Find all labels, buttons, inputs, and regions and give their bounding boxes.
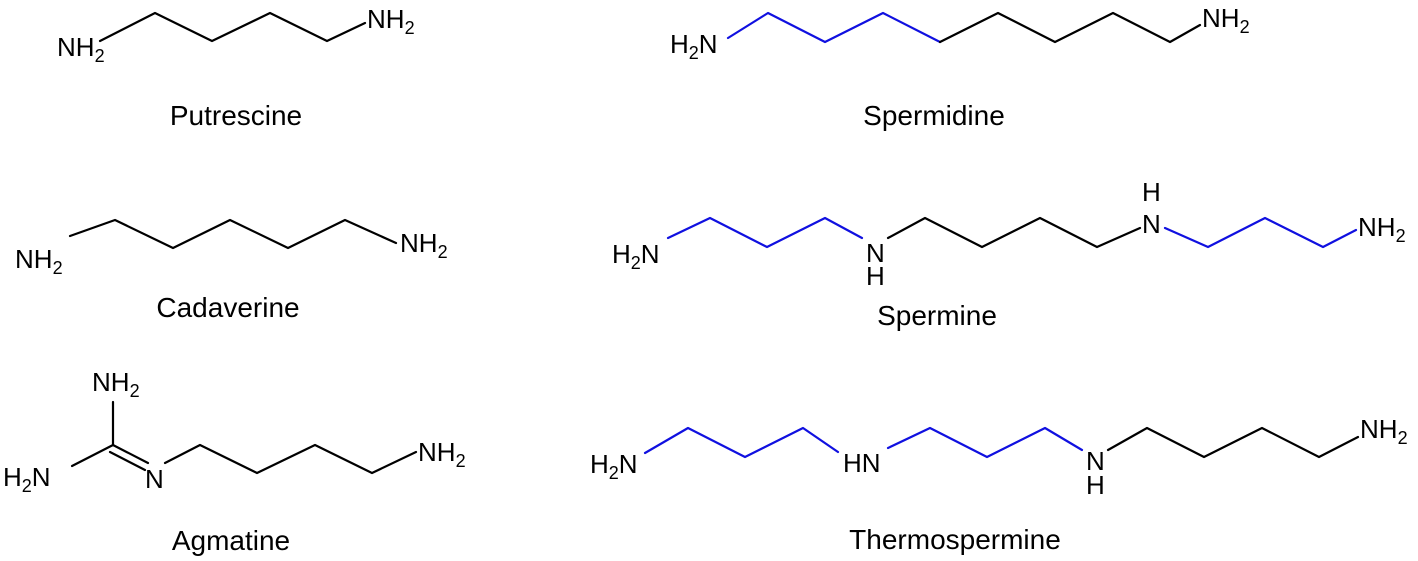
spermidine-butyl-chain [938,11,1202,44]
cadaverine-carbon-chain [68,218,398,250]
spermine-amine-left: H2N [612,239,660,273]
structure-thermospermine: H2N HN N H NH2 Thermospermine [590,414,1408,555]
structure-agmatine: NH2 H2N N NH2 Agmatine [3,367,466,556]
agmatine-c-n-double-bond-b [108,450,147,472]
spermidine-amine-left: H2N [670,29,718,63]
spermine-propyl-chain-left [666,216,864,249]
agmatine-c-nh2-bond-left [70,443,115,468]
structure-spermine: H2N N H H N NH2 Spermine [612,177,1406,331]
agmatine-imine-n: N [145,464,164,494]
spermine-label: Spermine [877,300,997,331]
structure-spermidine: H2N NH2 Spermidine [670,3,1250,131]
cadaverine-amine-left: NH2 [15,244,63,278]
spermine-butyl-chain [886,216,1142,249]
structure-putrescine: NH2 NH2 Putrescine [57,4,415,131]
thermospermine-propyl-chain-1 [643,426,840,459]
putrescine-label: Putrescine [170,100,302,131]
agmatine-amine-top: NH2 [92,367,140,401]
spermidine-label: Spermidine [863,100,1005,131]
thermospermine-amine-right: NH2 [1360,414,1408,448]
spermine-amine-right: NH2 [1358,212,1406,246]
cadaverine-amine-right: NH2 [400,228,448,262]
spermidine-amine-right: NH2 [1202,3,1250,37]
spermine-secondary-amine-left-h: H [866,261,885,291]
thermospermine-butyl-chain [1106,426,1360,459]
thermospermine-secondary-amine-1: HN [843,448,881,478]
thermospermine-propyl-chain-2 [886,426,1084,459]
thermospermine-amine-left: H2N [590,449,638,483]
thermospermine-secondary-amine-2: N [1086,446,1105,476]
spermine-secondary-amine-right: N [1142,209,1161,239]
agmatine-label: Agmatine [172,525,290,556]
agmatine-c-n-double-bond-a [111,443,150,465]
agmatine-amine-right: NH2 [418,437,466,471]
spermine-secondary-amine-right-h: H [1142,177,1161,207]
putrescine-amine-left: NH2 [57,32,105,66]
putrescine-amine-right: NH2 [367,4,415,38]
spermine-propyl-chain-right [1163,216,1358,249]
agmatine-amine-left: H2N [3,462,51,496]
agmatine-butyl-chain [163,443,418,475]
thermospermine-label: Thermospermine [849,524,1061,555]
thermospermine-secondary-amine-2-h: H [1086,470,1105,500]
structure-cadaverine: NH2 NH2 Cadaverine [15,218,448,323]
spermine-secondary-amine-left: N [866,238,885,268]
cadaverine-label: Cadaverine [156,292,299,323]
putrescine-carbon-chain [98,11,367,43]
spermidine-propyl-chain [726,11,942,44]
